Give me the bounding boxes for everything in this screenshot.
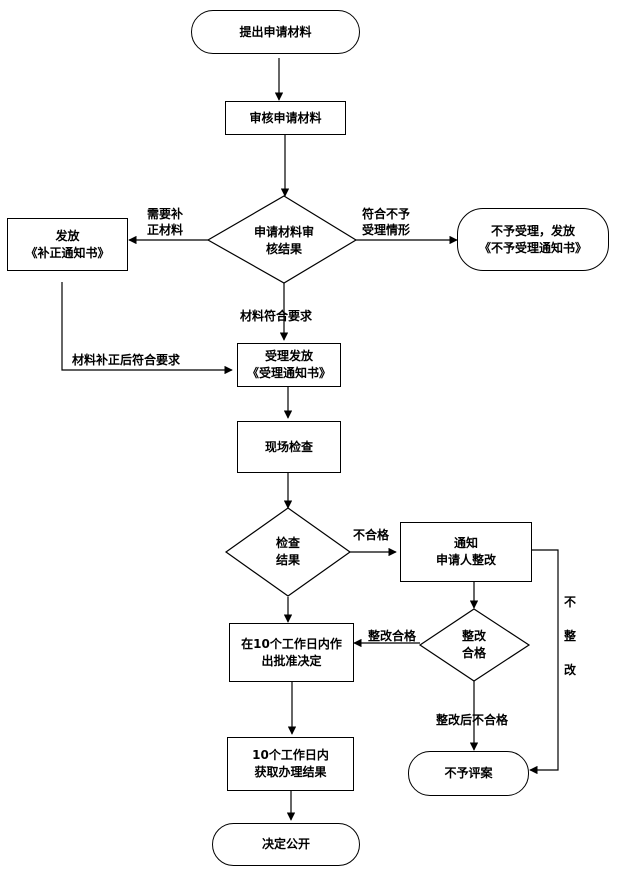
no-eval-node: 不予评案 (408, 751, 529, 796)
get-result-box: 10个工作日内 获取办理结果 (227, 737, 354, 791)
notify-line1: 通知 (453, 536, 478, 550)
accept-line1: 受理发放 (264, 349, 313, 363)
notify-rectify-box: 通知 申请人整改 (400, 522, 532, 582)
label-fail: 不合格 (353, 528, 390, 542)
review-result-text: 申请材料审 核结果 (236, 222, 332, 260)
get-result-line2: 获取办理结果 (254, 765, 327, 779)
publish-node: 决定公开 (212, 823, 360, 866)
review-result-line2: 核结果 (265, 242, 302, 256)
arrow-notify-to-noeval (529, 549, 559, 775)
check-result-text: 检查 结果 (252, 533, 324, 571)
review-result-diamond (206, 195, 358, 284)
label-need-supplement-line1: 需要补 (147, 207, 184, 221)
label-not-accept: 符合不予 受理情形 (362, 206, 410, 238)
accept-line2: 《受理通知书》 (246, 366, 331, 380)
issue-supplement-line2: 《补正通知书》 (25, 245, 110, 260)
start-node: 提出申请材料 (191, 10, 360, 54)
accept-issue-box: 受理发放 《受理通知书》 (237, 343, 341, 387)
decision-line1: 在10个工作日内作 (241, 636, 342, 651)
label-not-accept-line2: 受理情形 (362, 223, 411, 237)
label-after-supplement: 材料补正后符合要求 (72, 353, 181, 367)
arrow-supplement-to-accept (61, 282, 233, 375)
label-after-rectify-fail: 整改后不合格 (436, 713, 509, 727)
label-no-rectify-char3: 改 (563, 663, 576, 677)
label-no-rectify-char2: 整 (563, 629, 576, 643)
label-no-rectify-char1: 不 (563, 595, 576, 609)
issue-supplement-line1: 发放 (55, 228, 80, 243)
label-need-supplement-line2: 正材料 (147, 223, 184, 237)
label-not-accept-line1: 符合不予 (362, 207, 411, 221)
check-result-diamond (224, 507, 352, 597)
label-need-supplement: 需要补 正材料 (147, 206, 183, 238)
rectify-diamond (418, 608, 531, 682)
rectify-ok-line2: 合格 (461, 646, 486, 660)
rectify-ok-line1: 整改 (461, 629, 486, 643)
get-result-line1: 10个工作日内 (252, 748, 329, 762)
notify-line2: 申请人整改 (435, 553, 496, 567)
reject-node: 不予受理，发放 《不予受理通知书》 (457, 208, 609, 271)
label-meets-requirements: 材料符合要求 (240, 309, 313, 323)
review-materials-box: 审核申请材料 (225, 101, 346, 135)
review-result-line1: 申请材料审 (253, 225, 314, 239)
rectify-ok-text: 整改 合格 (444, 626, 504, 664)
check-result-line1: 检查 (275, 536, 300, 550)
reject-line1: 不予受理，发放 (490, 223, 575, 238)
site-check-box: 现场检查 (237, 421, 341, 473)
decision-line2: 出批准决定 (261, 653, 322, 668)
label-rectified-ok: 整改合格 (368, 629, 417, 643)
decision-box: 在10个工作日内作 出批准决定 (229, 623, 354, 682)
label-no-rectify: 不 整 改 (562, 594, 578, 678)
reject-line2: 《不予受理通知书》 (478, 240, 587, 255)
issue-supplement-box: 发放 《补正通知书》 (7, 218, 128, 271)
check-result-line2: 结果 (275, 553, 300, 567)
